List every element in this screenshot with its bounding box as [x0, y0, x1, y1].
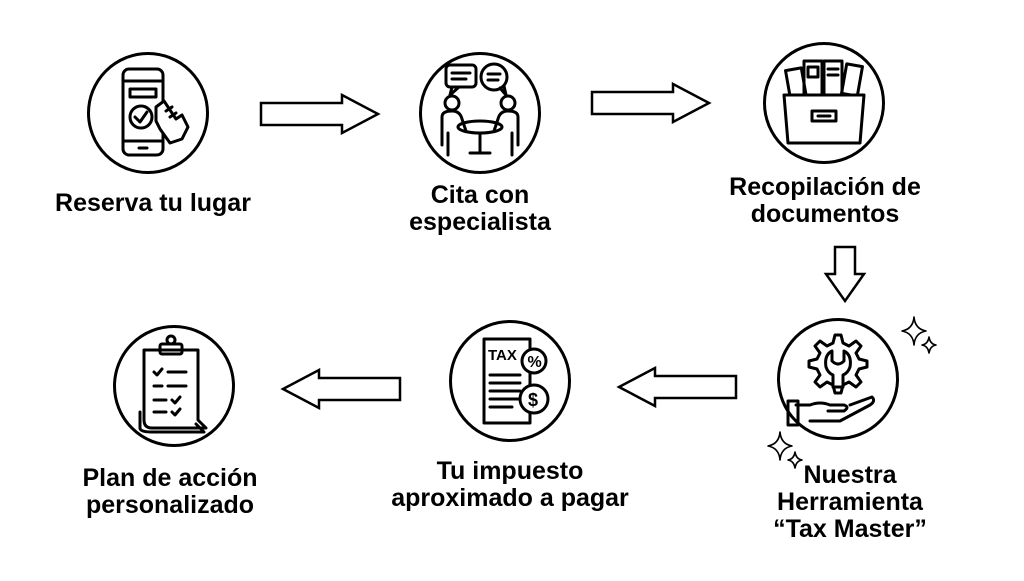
arrow-down	[823, 245, 867, 304]
step-herramienta-circle	[777, 318, 899, 440]
file-cabinet-icon	[782, 59, 866, 145]
arrow-right-1	[259, 93, 381, 135]
tax-text: TAX	[488, 347, 517, 364]
arrow-right-2	[590, 82, 712, 124]
sparkle-icon-bottom	[767, 431, 803, 469]
step-reserva-label: Reserva tu lugar	[55, 189, 251, 217]
phone-touch-icon	[121, 67, 190, 157]
clipboard-checklist-icon	[138, 334, 208, 434]
arrow-left-1	[616, 366, 738, 408]
step-impuesto-circle: TAX % $	[449, 320, 571, 442]
step-plan-label: Plan de acción personalizado	[82, 464, 258, 519]
tax-document-icon: TAX % $	[482, 337, 550, 425]
gear-wrench-hand-icon	[786, 333, 876, 427]
step-recopilacion-label: Recopilación de documentos	[729, 173, 921, 228]
step-herramienta-label: Nuestra Herramienta “Tax Master”	[773, 461, 927, 543]
percent-symbol: %	[528, 354, 542, 371]
meeting-icon	[440, 62, 520, 157]
arrow-left-2	[280, 368, 402, 410]
step-reserva-circle	[87, 52, 209, 174]
sparkle-icon-top	[901, 316, 937, 354]
step-cita-label: Cita con especialista	[409, 181, 551, 236]
dollar-symbol: $	[528, 390, 538, 410]
step-recopilacion-circle	[763, 42, 885, 164]
step-plan-circle	[113, 325, 235, 447]
step-impuesto-label: Tu impuesto aproximado a pagar	[391, 457, 629, 512]
step-cita-circle	[419, 52, 541, 174]
